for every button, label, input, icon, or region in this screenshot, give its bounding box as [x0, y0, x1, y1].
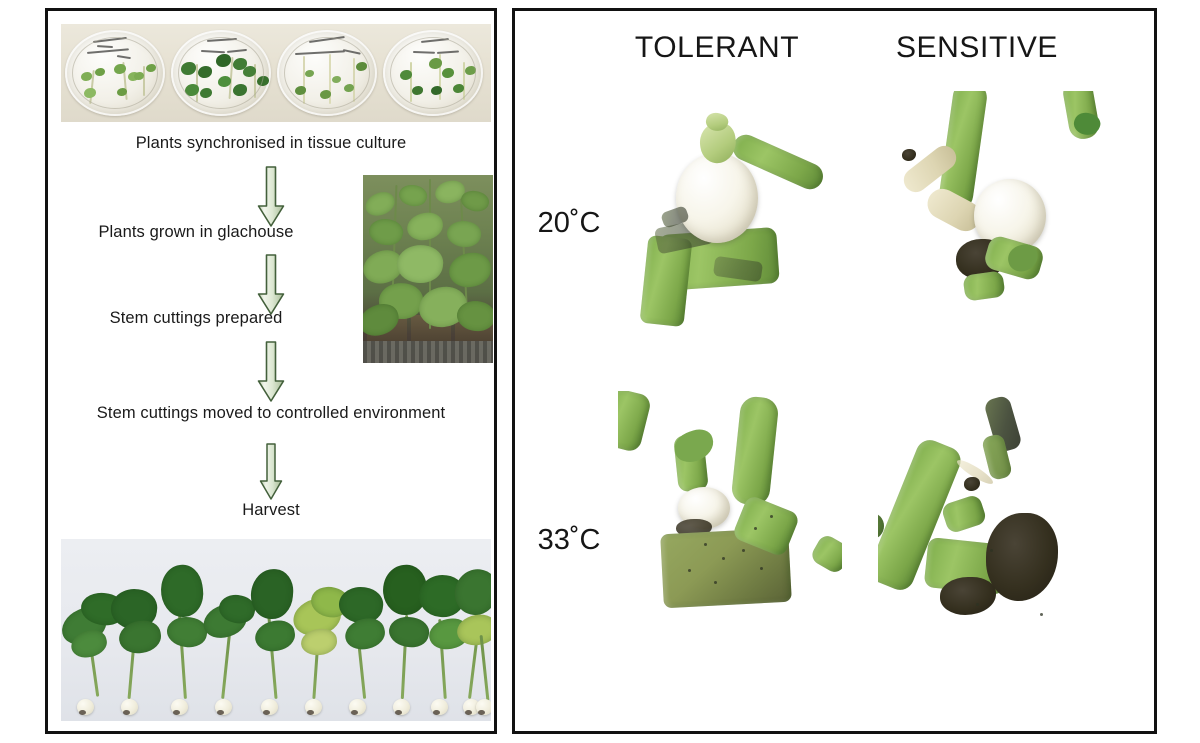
specimen-comparison-panel: TOLERANT SENSITIVE 20˚C 33˚C	[512, 8, 1157, 734]
petri-dish	[171, 30, 271, 116]
flow-arrow-down-icon	[256, 254, 286, 316]
harvested-cutting	[61, 575, 128, 715]
harvested-cutting	[109, 573, 164, 715]
handwritten-label	[86, 36, 149, 61]
petri-dish	[277, 30, 377, 116]
row-label-33c: 33˚C	[537, 524, 601, 556]
workflow-step-label: Plants synchronised in tissue culture	[135, 134, 407, 152]
petri-dish	[383, 30, 483, 116]
row-label-20c: 20˚C	[537, 207, 601, 239]
harvested-cutting	[416, 567, 472, 715]
specimen-photo-tolerant-20c	[618, 91, 842, 355]
harvested-cutting	[379, 562, 433, 715]
flow-arrow-down-icon	[259, 443, 283, 501]
specimen-photo-tolerant-33c	[618, 391, 842, 655]
workflow-step-label: Plants grown in glachouse	[98, 223, 294, 241]
handwritten-label	[294, 35, 361, 61]
column-header-tolerant: TOLERANT	[634, 31, 800, 64]
workflow-step-label: Stem cuttings prepared	[109, 309, 283, 327]
workflow-step-label: Stem cuttings moved to controlled enviro…	[96, 404, 446, 422]
glasshouse-photo	[363, 175, 493, 363]
harvest-photo	[61, 539, 491, 721]
specimen-photo-sensitive-33c	[878, 391, 1102, 655]
workflow-panel: Plants synchronised in tissue culture	[45, 8, 497, 734]
harvested-cutting	[336, 569, 389, 715]
flow-arrow-down-icon	[256, 166, 286, 228]
column-header-sensitive: SENSITIVE	[895, 31, 1059, 64]
harvested-cutting	[289, 573, 353, 715]
workflow-step-label: Harvest	[242, 501, 300, 519]
specimen-photo-sensitive-20c	[878, 91, 1102, 355]
tissue-culture-photo	[61, 24, 491, 122]
harvested-cutting	[247, 565, 301, 715]
flow-arrow-down-icon	[256, 341, 286, 403]
harvested-cutting	[199, 575, 258, 715]
harvested-cutting	[475, 585, 491, 715]
handwritten-label	[193, 37, 255, 61]
petri-dish	[65, 30, 165, 116]
harvested-cutting	[157, 562, 211, 715]
handwritten-label	[405, 38, 467, 61]
harvested-cutting	[450, 564, 491, 715]
